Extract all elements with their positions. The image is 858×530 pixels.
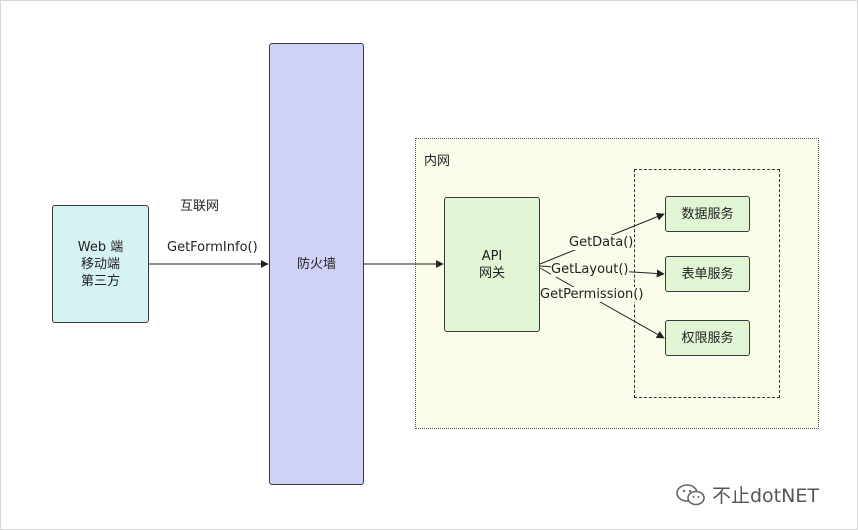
- gateway-line-api: API: [481, 248, 503, 264]
- gateway-line-gateway: 网关: [478, 265, 505, 281]
- watermark: 不止dotNET: [676, 481, 819, 508]
- client-node[interactable]: Web 端 移动端 第三方: [52, 205, 149, 323]
- intranet-label: 内网: [424, 154, 451, 169]
- edge-gateway-to-permission-service: [539, 267, 665, 339]
- watermark-text: 不止dotNET: [712, 485, 819, 507]
- form-service-node[interactable]: 表单服务: [665, 256, 750, 292]
- permission-service-label: 权限服务: [681, 330, 734, 346]
- client-line-third-party: 第三方: [80, 273, 120, 289]
- data-service-label: 数据服务: [681, 206, 734, 222]
- get-permission-label: GetPermission(): [540, 287, 644, 302]
- client-line-web: Web 端: [77, 239, 124, 255]
- get-form-info-label: GetFormInfo(): [167, 240, 258, 255]
- permission-service-node[interactable]: 权限服务: [665, 320, 750, 356]
- get-layout-label: GetLayout(): [551, 262, 629, 277]
- data-service-node[interactable]: 数据服务: [665, 196, 750, 232]
- form-service-label: 表单服务: [681, 266, 734, 282]
- client-line-mobile: 移动端: [80, 256, 120, 272]
- get-data-label: GetData(): [569, 235, 634, 250]
- wechat-icon: [676, 483, 705, 505]
- internet-label: 互联网: [180, 199, 220, 214]
- firewall-label: 防火墙: [296, 256, 336, 272]
- api-gateway-node[interactable]: API 网关: [444, 197, 540, 332]
- services-group: [634, 169, 780, 398]
- firewall-node[interactable]: 防火墙: [269, 43, 364, 485]
